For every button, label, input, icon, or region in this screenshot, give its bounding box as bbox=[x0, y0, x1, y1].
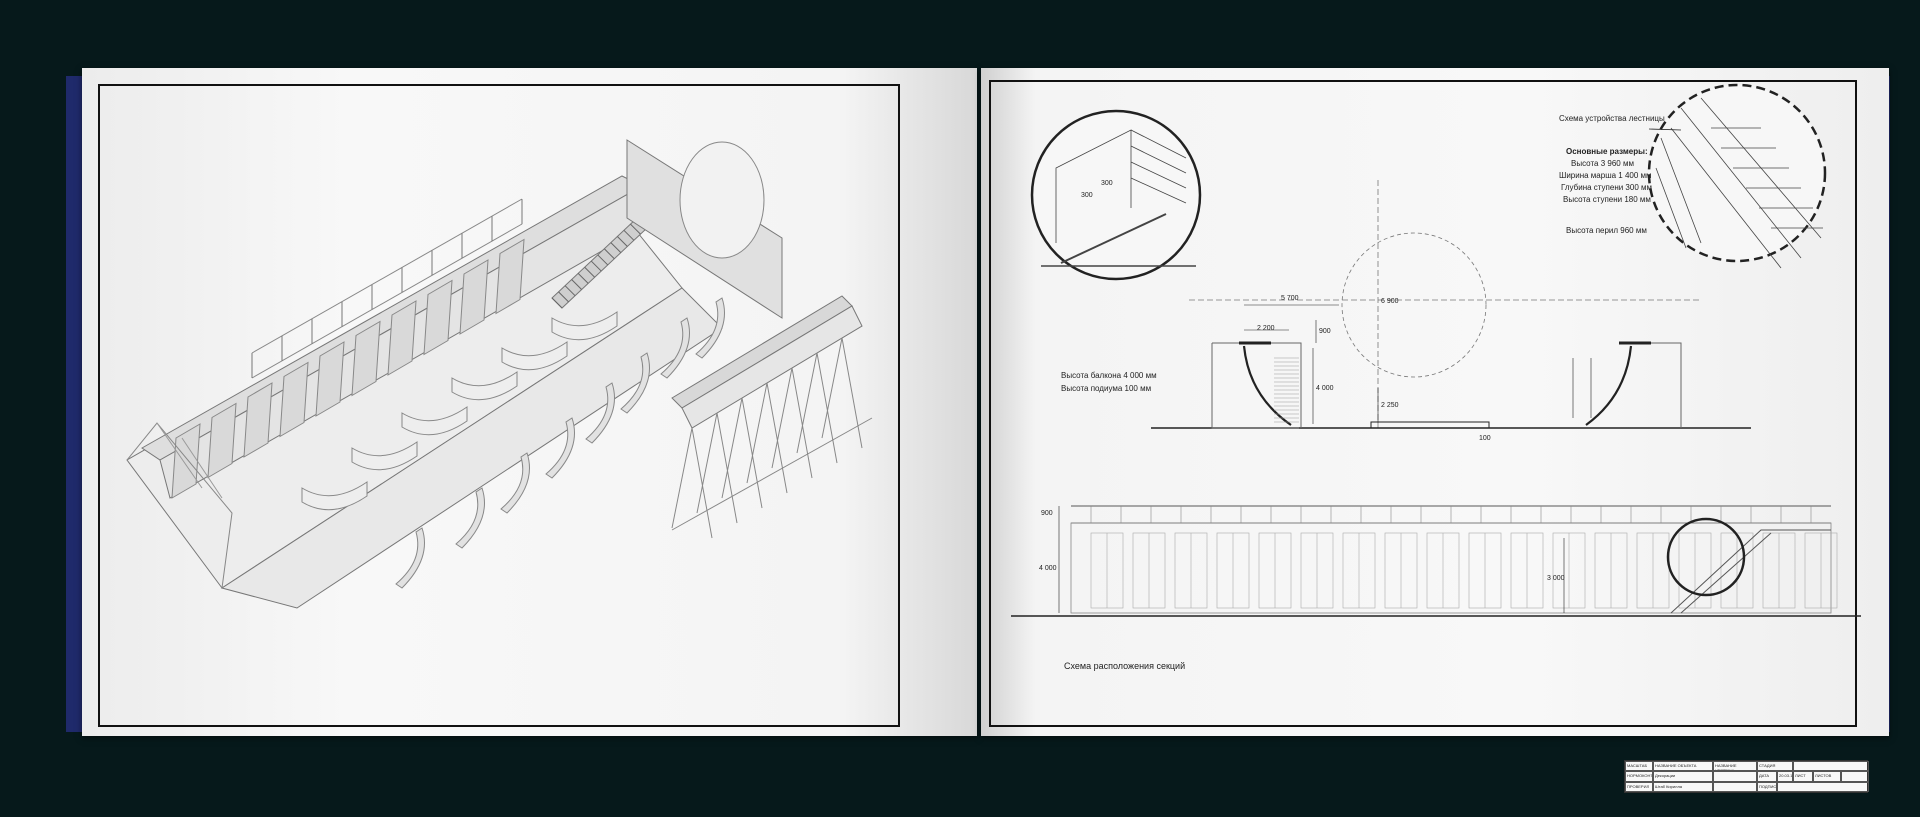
dim-label-2200: 2 200 bbox=[1257, 325, 1275, 332]
sections-caption: Схема расположения секций bbox=[1064, 661, 1186, 671]
dim-label-100: 100 bbox=[1479, 435, 1491, 442]
dim-flight-width: Ширина марша 1 400 мм bbox=[1559, 171, 1652, 180]
dim-step-depth: Глубина ступени 300 мм bbox=[1561, 183, 1652, 192]
elev-label-3000: 3 000 bbox=[1547, 575, 1565, 582]
dim-label-6900: 6 900 bbox=[1381, 298, 1399, 305]
left-page-frame bbox=[98, 84, 900, 727]
dim-step-height: Высота ступени 180 мм bbox=[1563, 195, 1651, 204]
dim-height: Высота 3 960 мм bbox=[1571, 159, 1634, 168]
title-block-stamp: МАСШТАБ НАЗВАНИЕ ОБЪЕКТА НАЗВАНИЕ ЧЕРТЕЖ… bbox=[1624, 760, 1869, 793]
dim-label-5700: 5 700 bbox=[1281, 295, 1299, 302]
elev-label-4000: 4 000 bbox=[1039, 565, 1057, 572]
balcony-height: Высота балкона 4 000 мм bbox=[1061, 371, 1157, 380]
left-page bbox=[82, 68, 977, 736]
open-book: Схема устройства лестницы Основные разме… bbox=[66, 68, 1890, 793]
right-page: Схема устройства лестницы Основные разме… bbox=[981, 68, 1889, 793]
dim-label-2250: 2 250 bbox=[1381, 402, 1399, 409]
elev-label-900: 900 bbox=[1041, 510, 1053, 517]
railing-height: Высота перил 960 мм bbox=[1566, 226, 1647, 235]
dim-label-900: 900 bbox=[1319, 328, 1331, 335]
stair-scheme-title: Схема устройства лестницы bbox=[1559, 114, 1665, 123]
podium-height: Высота подиума 100 мм bbox=[1061, 384, 1152, 393]
dim-label-300a: 300 bbox=[1101, 180, 1113, 187]
book-cover-left bbox=[66, 76, 86, 732]
dim-label-4000: 4 000 bbox=[1316, 385, 1334, 392]
main-dims-title: Основные размеры: bbox=[1566, 147, 1648, 156]
right-page-frame bbox=[989, 80, 1857, 727]
isometric-drawing bbox=[126, 139, 873, 609]
dim-label-300b: 300 bbox=[1081, 192, 1093, 199]
technical-drawings bbox=[1011, 83, 1861, 617]
